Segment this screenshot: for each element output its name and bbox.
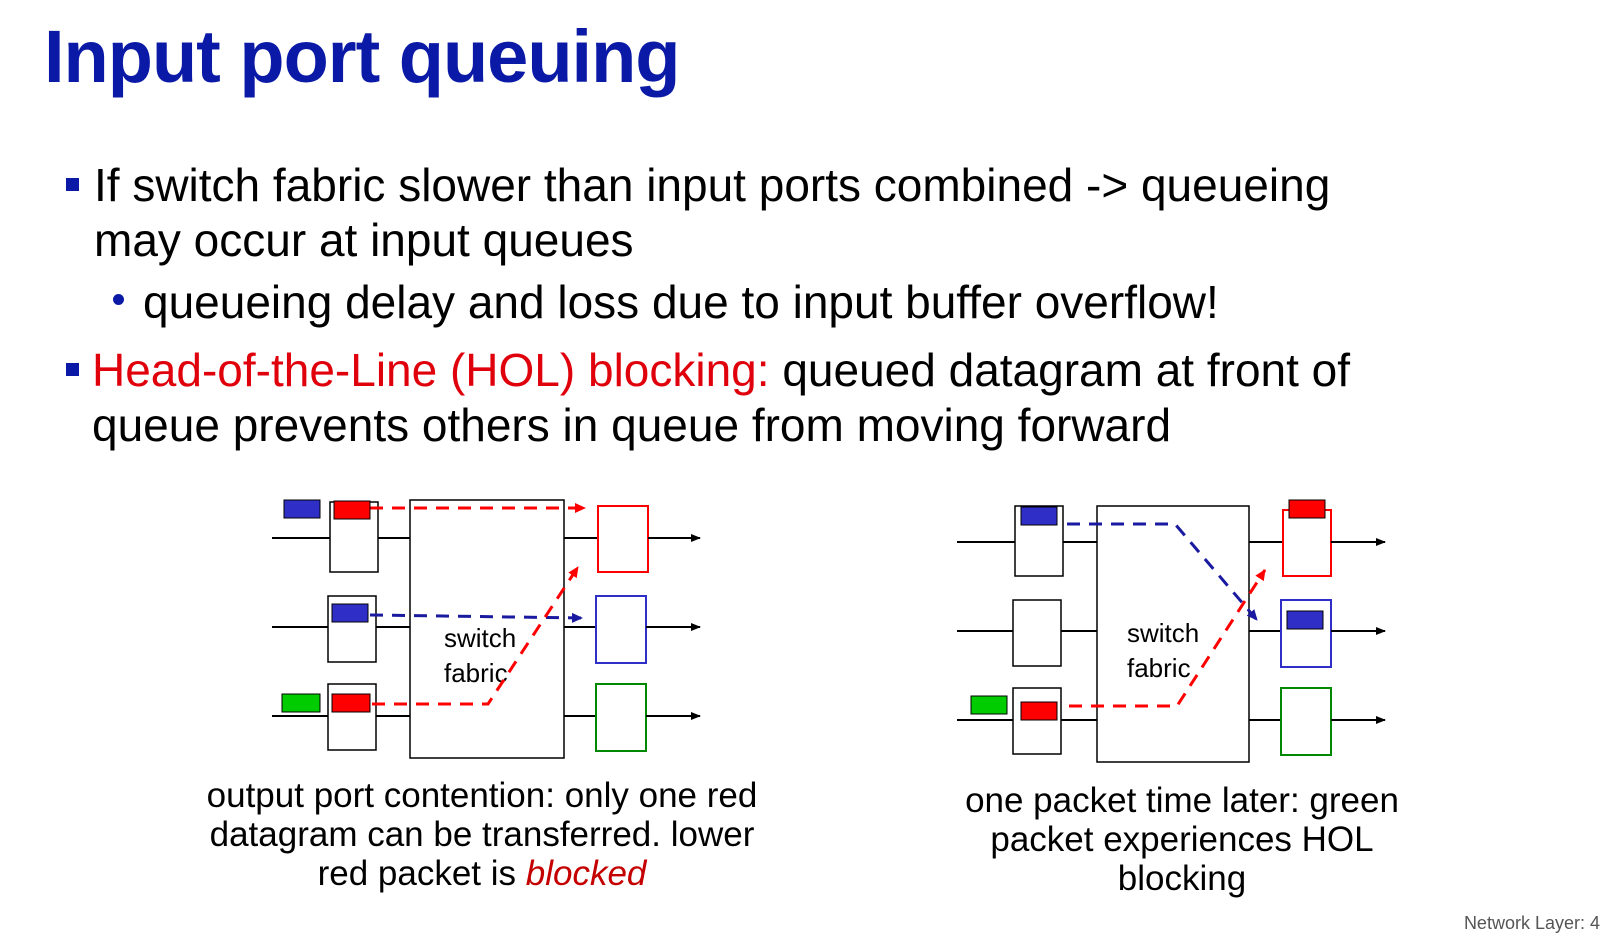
packet-red: [1288, 499, 1326, 519]
bullet-2-line-2: queue prevents others in queue from movi…: [92, 399, 1172, 451]
packet-blue: [1020, 506, 1058, 526]
hol-blocking-term: Head-of-the-Line (HOL) blocking:: [92, 344, 770, 396]
output-port-red: [1282, 509, 1332, 577]
packet-red: [331, 693, 371, 713]
packet-green: [970, 695, 1008, 715]
fabric-label-line-2: fabric: [1127, 653, 1191, 683]
right-caption: one packet time later: green packet expe…: [892, 781, 1472, 898]
switch-fabric: [1096, 505, 1250, 763]
slide-footer: Network Layer: 4: [1463, 913, 1600, 933]
packet-green: [281, 693, 321, 713]
packet-blue: [283, 499, 321, 519]
blue-path: [369, 612, 583, 623]
bullet-2-line-1-rest: queued datagram at front of: [769, 344, 1351, 396]
output-port-blue: [1280, 599, 1332, 668]
packet-red: [333, 500, 371, 520]
fabric-label-line-1: switch: [444, 623, 516, 653]
red-path-bottom: [372, 566, 580, 706]
packet-blue: [1286, 610, 1324, 630]
packet-red: [1020, 701, 1058, 721]
slide-title: Input port queuing: [44, 15, 680, 98]
bullet-1-line-1: If switch fabric slower than input ports…: [94, 159, 1331, 211]
left-caption-line-3-prefix: red packet is: [317, 854, 526, 893]
right-caption-line-3: blocking: [1117, 859, 1247, 898]
output-port-blue: [595, 595, 647, 664]
sub-bullet-marker-icon: [113, 294, 124, 305]
blocked-emphasis: blocked: [525, 854, 647, 893]
output-port-green: [595, 683, 647, 752]
bullet-marker-icon: [66, 178, 79, 191]
packet-blue: [331, 603, 369, 623]
right-switch-diagram: switch fabric: [957, 499, 1386, 763]
output-port-red: [597, 505, 649, 573]
fabric-label-line-2: fabric: [444, 658, 508, 688]
sub-bullet-text: queueing delay and loss due to input buf…: [143, 276, 1219, 328]
left-caption-line-1: output port contention: only one red: [206, 776, 758, 815]
fabric-label-line-1: switch: [1127, 618, 1199, 648]
left-caption: output port contention: only one red dat…: [182, 776, 782, 893]
right-caption-line-2: packet experiences HOL: [990, 820, 1374, 859]
left-switch-diagram: switch fabric: [272, 499, 701, 759]
right-caption-line-1: one packet time later: green: [965, 781, 1399, 820]
bullet-marker-icon: [66, 363, 79, 376]
input-queue-3: [1012, 687, 1062, 755]
bullet-1-line-2: may occur at input queues: [94, 214, 634, 266]
bullet-2-line-1: Head-of-the-Line (HOL) blocking: queued …: [92, 342, 1350, 398]
left-caption-line-3: red packet is blocked: [182, 854, 782, 893]
output-port-green: [1280, 687, 1332, 756]
left-caption-line-2: datagram can be transferred. lower: [209, 815, 755, 854]
input-queue-2: [1012, 599, 1062, 667]
